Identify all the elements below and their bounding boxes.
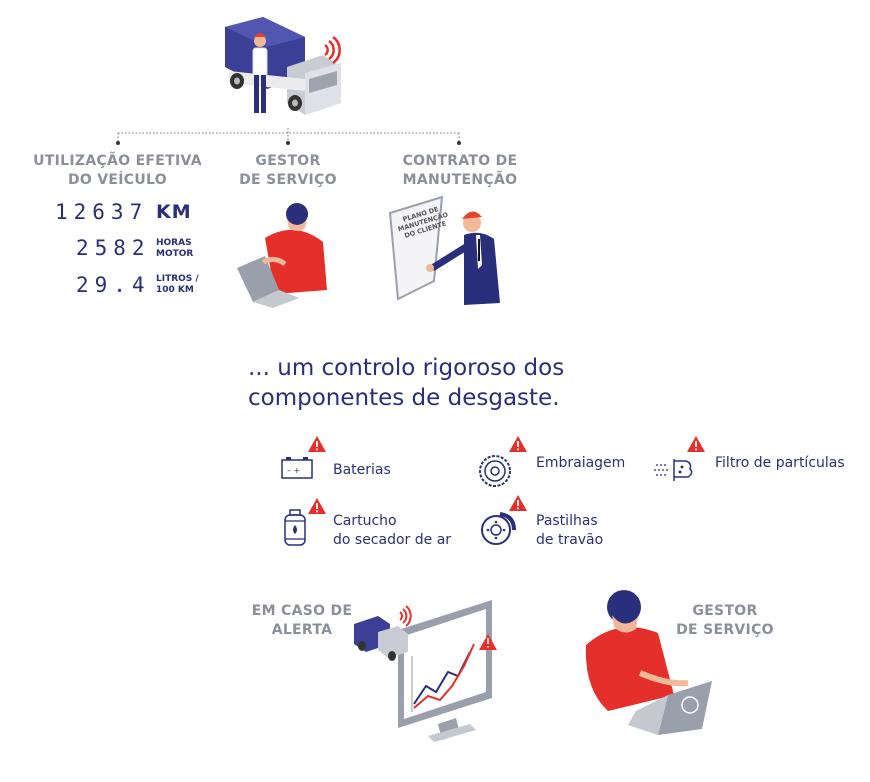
service-manager-illustration [237,203,327,308]
service-manager-laptop-illustration [585,590,712,735]
alert-triangle-icon [509,436,527,452]
component-label-clutch: Embraiagem [536,455,626,471]
component-label-particle-filter: Filtro de partículas [715,455,845,471]
caption-service-manager: GESTOR DE SERVIÇO [239,153,337,188]
battery-icon: – + [281,457,313,479]
alert-triangle-icon [687,436,705,452]
alert-triangle-icon [308,436,326,452]
caption-bottom-service-manager: GESTOR DE SERVIÇO [676,603,774,638]
air-dryer-icon [284,509,306,546]
component-label-air-dryer: Cartucho do secador de ar [333,513,452,548]
stat-fuel-value: 29.4 [76,273,151,297]
stat-km-value: 12637 [55,200,149,224]
stat-fuel-unit: LITROS / 100 KM [156,274,199,295]
svg-text:– +: – + [287,466,300,475]
caption-maintenance-contract: CONTRATO DE MANUTENÇÃO [402,153,518,188]
component-label-batteries: Baterias [333,462,391,478]
headline: ... um controlo rigoroso dos componentes… [248,355,565,411]
clutch-icon [479,455,511,487]
stat-hours-value: 2582 [76,236,151,260]
particle-filter-icon [654,459,693,481]
component-label-brake-pads: Pastilhas de travão [536,513,604,548]
caption-in-case-of-alert: EM CASO DE ALERTA [251,603,353,638]
stat-hours-unit: HORAS MOTOR [156,238,194,259]
alert-triangle-icon [509,495,527,511]
truck-illustration [225,17,341,115]
connector-lines [116,128,461,145]
caption-vehicle-usage: UTILIZAÇÃO EFETIVA DO VEÍCULO [33,153,202,188]
stat-km-unit: KM [156,201,192,223]
maintenance-contract-illustration [388,195,500,305]
brake-pad-icon [481,512,516,545]
alert-triangle-icon [308,498,326,514]
alert-monitor-illustration [354,600,497,742]
